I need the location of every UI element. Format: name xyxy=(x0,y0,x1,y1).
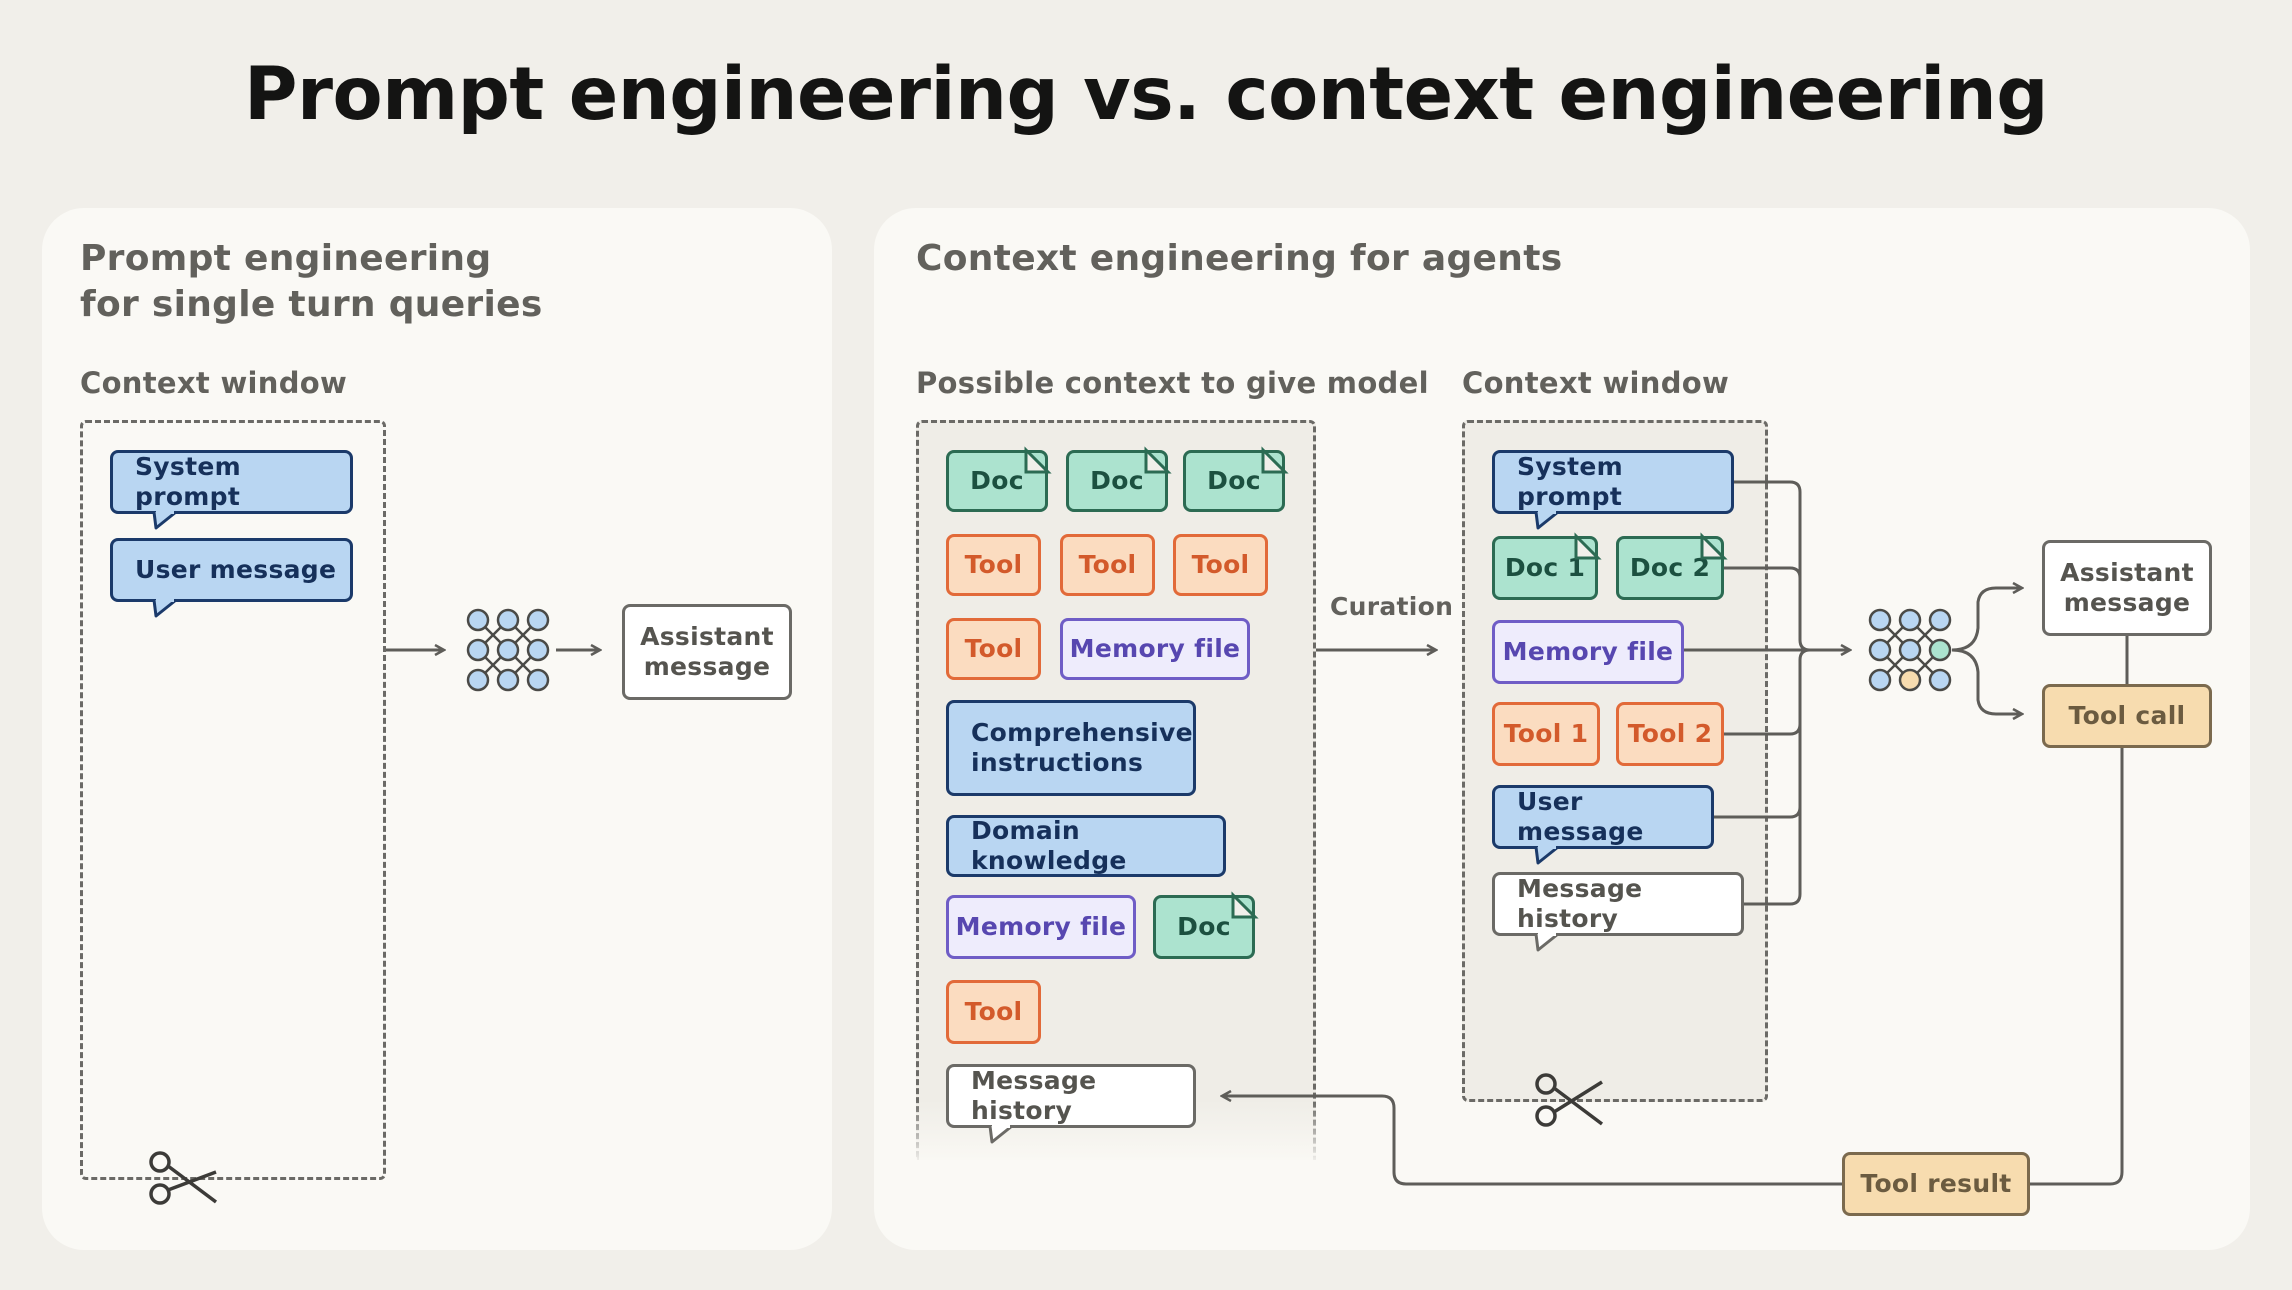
comprehensive-line2: instructions xyxy=(971,748,1144,777)
page-title: Prompt engineering vs. context engineeri… xyxy=(243,52,2049,137)
possible-message-history: Message history xyxy=(946,1064,1196,1128)
possible-memory-file-1: Memory file xyxy=(1060,618,1250,680)
tool-loop xyxy=(1222,636,2129,1186)
output-branch xyxy=(1951,588,2022,714)
left-panel-title-line1: Prompt engineering xyxy=(80,238,492,279)
window-connectors xyxy=(1684,480,1850,906)
window-tool-1: Tool 1 xyxy=(1492,702,1600,766)
window-system-prompt: System prompt xyxy=(1492,450,1734,514)
possible-doc-3: Doc xyxy=(1183,450,1285,512)
left-assistant-line1: Assistant xyxy=(640,622,774,651)
comprehensive-line1: Comprehensive xyxy=(971,718,1193,747)
possible-domain-knowledge: Domain knowledge xyxy=(946,815,1226,877)
neural-network-icon xyxy=(466,608,550,692)
right-context-window-label: Context window xyxy=(1462,366,1730,400)
possible-comprehensive-instructions: Comprehensive instructions xyxy=(946,700,1196,796)
possible-context-label: Possible context to give model xyxy=(916,366,1429,400)
possible-tool-2: Tool xyxy=(1060,534,1155,596)
window-message-history: Message history xyxy=(1492,872,1744,936)
possible-tool-1: Tool xyxy=(946,534,1041,596)
right-assistant-line2: message xyxy=(2063,588,2191,617)
doc-corners xyxy=(1024,446,1728,919)
left-context-window-label: Context window xyxy=(80,366,348,400)
right-assistant-line1: Assistant xyxy=(2060,558,2194,587)
scissors-icon xyxy=(149,1151,218,1205)
left-panel-title-line2: for single turn queries xyxy=(80,284,543,325)
left-assistant-line2: message xyxy=(643,652,771,681)
scissors-icon xyxy=(1535,1073,1604,1127)
possible-tool-4: Tool xyxy=(946,618,1041,680)
tool-result: Tool result xyxy=(1842,1152,2030,1216)
window-user-message: User message xyxy=(1492,785,1714,849)
prompt-engineering-panel xyxy=(42,208,832,1250)
possible-tool-3: Tool xyxy=(1173,534,1268,596)
left-user-message: User message xyxy=(110,538,353,602)
left-panel-title: Prompt engineering for single turn queri… xyxy=(80,236,543,328)
bubble-tails xyxy=(152,510,1559,1144)
left-context-window xyxy=(80,420,386,1180)
window-tool-2: Tool 2 xyxy=(1616,702,1724,766)
left-system-prompt: System prompt xyxy=(110,450,353,514)
possible-tool-5: Tool xyxy=(946,980,1041,1044)
neural-network-icon xyxy=(1868,608,1952,692)
right-panel-title: Context engineering for agents xyxy=(916,238,1563,279)
tool-call: Tool call xyxy=(2042,684,2212,748)
window-memory-file: Memory file xyxy=(1492,620,1684,684)
curation-label: Curation xyxy=(1330,592,1454,621)
possible-memory-file-2: Memory file xyxy=(946,895,1136,959)
left-assistant-message: Assistant message xyxy=(622,604,792,700)
right-assistant-message: Assistant message xyxy=(2042,540,2212,636)
